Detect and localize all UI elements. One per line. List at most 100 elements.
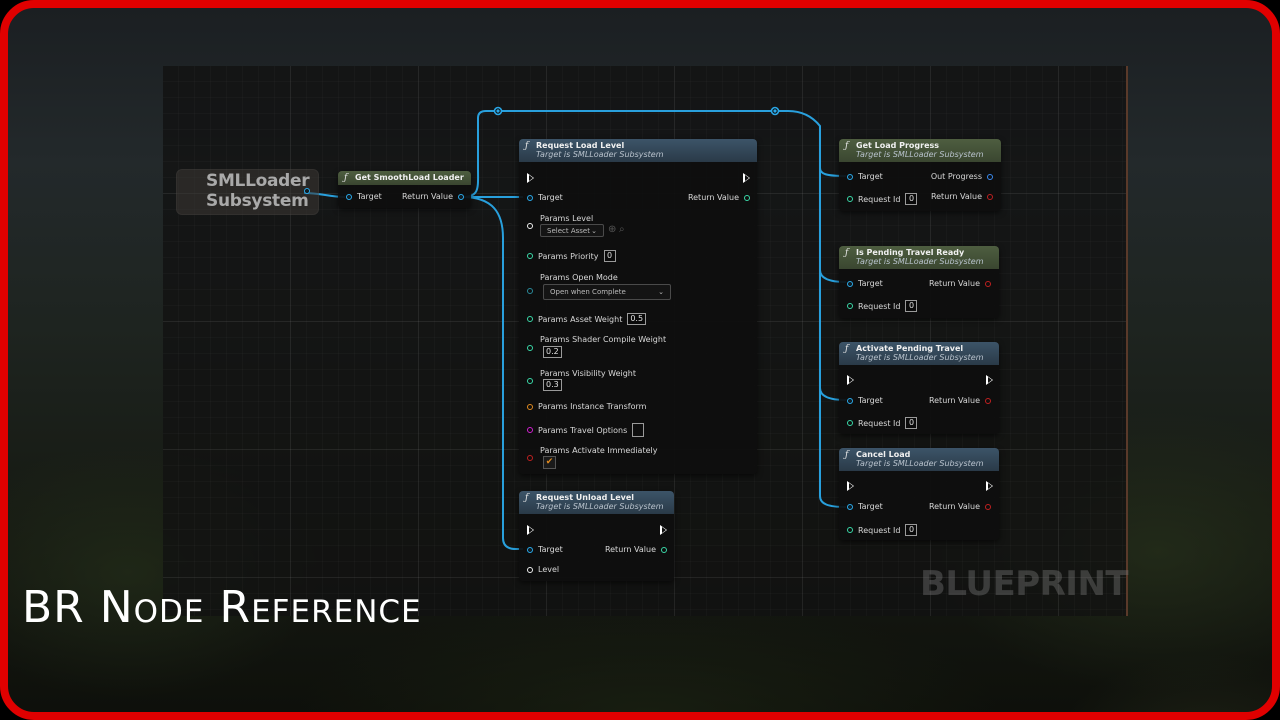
- request-load-level-node[interactable]: ƒ Request Load Level Target is SMLLoader…: [519, 139, 757, 474]
- exec-in-pin[interactable]: [847, 481, 854, 491]
- shader-weight-input[interactable]: 0.2: [543, 346, 562, 358]
- request-id-pin[interactable]: [847, 303, 853, 309]
- function-icon: ƒ: [525, 493, 529, 503]
- target-pin[interactable]: [847, 280, 853, 287]
- function-icon: ƒ: [845, 450, 849, 460]
- node-title: Get SmoothLoad Loader: [355, 173, 464, 182]
- node-title: Activate Pending Travel: [856, 344, 964, 353]
- target-label: Target: [858, 396, 883, 405]
- blueprint-watermark: BLUEPRINT: [920, 564, 1129, 604]
- is-pending-travel-ready-node[interactable]: ƒ Is Pending Travel Ready Target is SMLL…: [839, 246, 999, 318]
- browse-icon[interactable]: ⊕: [608, 224, 617, 235]
- open-mode-dropdown[interactable]: Open when Complete⌄: [543, 284, 671, 300]
- exec-out-pin[interactable]: [743, 173, 750, 183]
- params-level-pin[interactable]: [527, 223, 533, 229]
- return-value-pin[interactable]: [987, 193, 993, 200]
- return-value-pin[interactable]: [985, 397, 991, 404]
- params-open-mode-label: Params Open Mode: [540, 273, 618, 282]
- exec-in-pin[interactable]: [527, 173, 534, 183]
- return-value-label: Return Value: [930, 192, 982, 201]
- level-asset-dropdown[interactable]: Select Asset⌄: [540, 224, 604, 237]
- params-travel-options-pin[interactable]: [527, 427, 533, 433]
- request-id-label: Request Id: [858, 525, 901, 535]
- target-pin[interactable]: [847, 503, 853, 510]
- return-value-pin[interactable]: [744, 194, 750, 201]
- activate-immediately-checkbox[interactable]: ✔: [543, 456, 556, 469]
- return-value-label: Return Value: [687, 193, 739, 202]
- return-value-pin[interactable]: [458, 193, 464, 200]
- exec-out-pin[interactable]: [986, 375, 993, 385]
- params-activate-immediately-label: Params Activate Immediately: [540, 446, 658, 455]
- request-id-input[interactable]: 0: [905, 193, 918, 205]
- request-id-label: Request Id: [858, 301, 901, 311]
- target-pin[interactable]: [847, 173, 853, 180]
- cancel-load-node[interactable]: ƒ Cancel Load Target is SMLLoader Subsys…: [839, 448, 999, 540]
- exec-in-pin[interactable]: [847, 375, 854, 385]
- request-id-pin[interactable]: [847, 527, 853, 533]
- exec-out-pin[interactable]: [986, 481, 993, 491]
- params-open-mode-pin[interactable]: [527, 288, 533, 294]
- return-value-pin[interactable]: [985, 503, 991, 510]
- params-priority-pin[interactable]: [527, 253, 533, 259]
- target-label: Target: [538, 193, 563, 202]
- node-title: Request Load Level: [536, 141, 625, 150]
- params-instance-transform-label: Params Instance Transform: [538, 402, 647, 411]
- return-value-label: Return Value: [604, 545, 656, 554]
- params-instance-transform-pin[interactable]: [527, 403, 533, 410]
- exec-out-pin[interactable]: [660, 525, 667, 535]
- node-title: Is Pending Travel Ready: [856, 248, 965, 257]
- exec-in-pin[interactable]: [527, 525, 534, 535]
- out-progress-pin[interactable]: [987, 173, 993, 180]
- visibility-weight-input[interactable]: 0.3: [543, 379, 562, 391]
- wire-loader-trunk: [461, 110, 847, 198]
- target-pin[interactable]: [847, 397, 853, 404]
- params-visibility-weight-pin[interactable]: [527, 378, 533, 384]
- target-pin[interactable]: [527, 194, 533, 201]
- subsystem-node[interactable]: SMLLoader Subsystem: [176, 169, 319, 215]
- priority-input[interactable]: 0: [603, 250, 616, 262]
- params-level-label: Params Level: [540, 214, 594, 223]
- node-title: Get Load Progress: [856, 141, 940, 150]
- params-shader-weight-pin[interactable]: [527, 345, 533, 351]
- level-label: Level: [538, 565, 560, 574]
- node-subtitle: Target is SMLLoader Subsystem: [536, 502, 664, 511]
- request-unload-level-node[interactable]: ƒ Request Unload Level Target is SMLLoad…: [519, 491, 674, 581]
- level-select-value: Select Asset: [547, 226, 590, 235]
- params-shader-weight-label: Params Shader Compile Weight: [540, 335, 667, 344]
- travel-options-box[interactable]: [632, 423, 645, 437]
- request-id-label: Request Id: [858, 194, 901, 204]
- overlay-title: BR Node Reference: [22, 582, 422, 633]
- level-pin[interactable]: [527, 566, 533, 573]
- params-activate-immediately-pin[interactable]: [527, 455, 533, 461]
- return-value-pin[interactable]: [985, 280, 991, 287]
- request-id-pin[interactable]: [847, 420, 853, 426]
- checkmark-icon: ✔: [545, 457, 554, 467]
- subsystem-output-pin[interactable]: [304, 188, 310, 194]
- subsystem-label-line2: Subsystem: [206, 191, 309, 211]
- function-icon: ƒ: [845, 248, 849, 258]
- request-id-input[interactable]: 0: [905, 417, 918, 429]
- target-pin[interactable]: [527, 546, 533, 553]
- request-id-pin[interactable]: [847, 196, 853, 202]
- get-load-progress-node[interactable]: ƒ Get Load Progress Target is SMLLoader …: [839, 139, 1001, 211]
- params-asset-weight-pin[interactable]: [527, 316, 533, 322]
- target-pin[interactable]: [346, 193, 352, 200]
- node-title: Cancel Load: [856, 450, 911, 459]
- return-value-label: Return Value: [928, 279, 980, 288]
- return-value-pin[interactable]: [661, 546, 667, 553]
- activate-pending-travel-node[interactable]: ƒ Activate Pending Travel Target is SMLL…: [839, 342, 999, 434]
- asset-weight-input[interactable]: 0.5: [627, 313, 647, 325]
- chevron-down-icon: ⌄: [591, 226, 597, 235]
- function-icon: ƒ: [845, 344, 849, 354]
- request-id-input[interactable]: 0: [905, 300, 918, 312]
- node-title: Request Unload Level: [536, 493, 635, 502]
- return-value-label: Return Value: [928, 502, 980, 511]
- params-visibility-weight-label: Params Visibility Weight: [540, 369, 637, 378]
- request-id-input[interactable]: 0: [905, 524, 918, 536]
- target-label: Target: [858, 502, 883, 511]
- search-icon[interactable]: ⌕: [619, 224, 625, 235]
- request-id-label: Request Id: [858, 418, 901, 428]
- node-subtitle: Target is SMLLoader Subsystem: [536, 150, 664, 159]
- target-label: Target: [858, 279, 883, 288]
